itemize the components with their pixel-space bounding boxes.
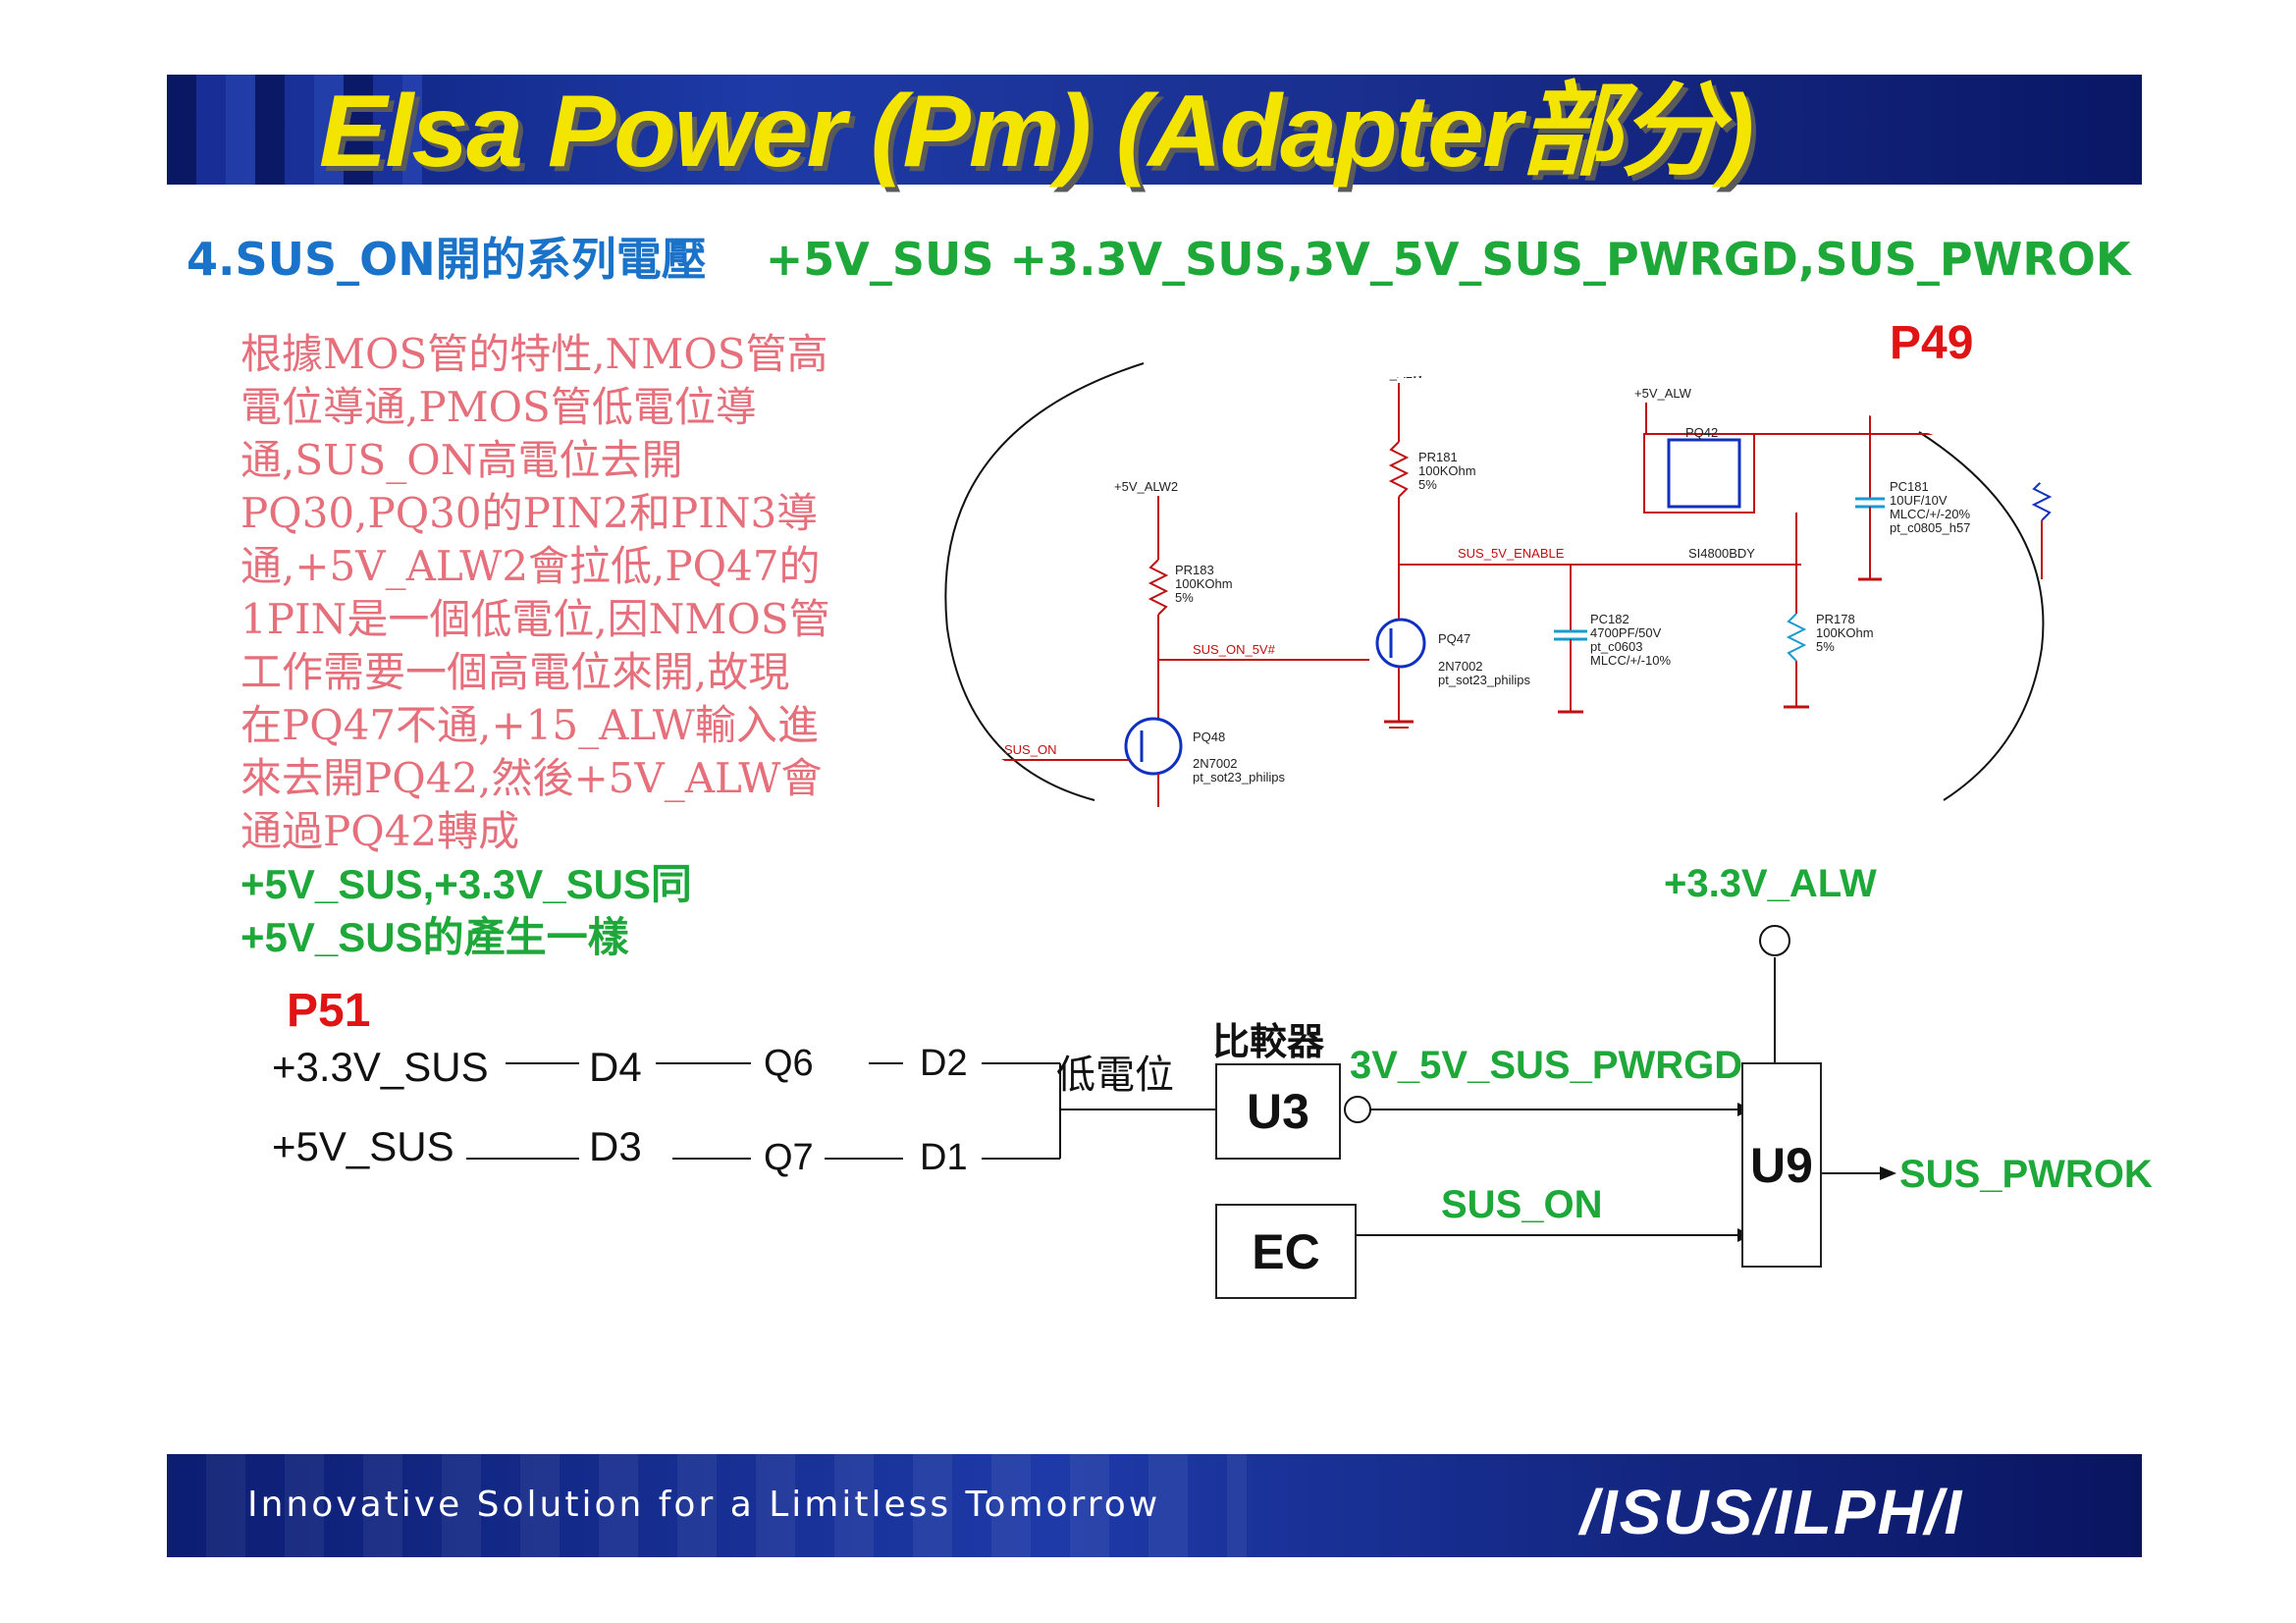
desc-line: 在PQ47不通,+15_ALW輸入進 <box>240 701 819 749</box>
sig-pwrgd: 3V_5V_SUS_PWRGD <box>1350 1044 1743 1087</box>
footer-banner <box>167 1454 2142 1557</box>
comparator-label: 比較器 <box>1212 1022 1325 1063</box>
desc-line: 1PIN是一個低電位,因NMOS管 <box>240 595 830 643</box>
sch-label: PR181 <box>1418 450 1458 464</box>
sig-d1: D1 <box>920 1137 968 1178</box>
desc-line-green: +5V_SUS的產生一樣 <box>240 914 629 960</box>
sch-label: 100KOhm <box>1816 625 1874 640</box>
sch-label: SUS_ON_5V# <box>1193 642 1276 657</box>
desc-line: 電位導通,PMOS管低電位導 <box>240 383 757 431</box>
supply-terminal <box>1759 925 1790 956</box>
sch-label: MLCC/+/-10% <box>1590 653 1671 668</box>
sch-label: 100KOhm <box>1418 463 1476 478</box>
sig-sus-on: SUS_ON <box>1441 1183 1603 1226</box>
description: 根據MOS管的特性,NMOS管高 電位導通,PMOS管低電位導 通,SUS_ON… <box>240 328 849 964</box>
sch-label: pt_c0805_h57 <box>1890 520 1970 535</box>
block-ec: EC <box>1215 1204 1357 1299</box>
sch-label: PQ42 <box>1685 425 1718 440</box>
sig-v33-sus: +3.3V_SUS <box>272 1044 489 1090</box>
desc-line: 來去開PQ42,然後+5V_ALW會 <box>240 754 823 802</box>
desc-line: 工作需要一個高電位來開,故現 <box>240 648 790 696</box>
sig-low-level: 低電位 <box>1056 1053 1174 1098</box>
sch-label: PR183 <box>1175 563 1214 577</box>
sig-v5-sus: +5V_SUS <box>272 1123 454 1169</box>
sig-q6: Q6 <box>764 1043 814 1084</box>
block-u3: U3 <box>1215 1063 1341 1160</box>
sch-label: 5% <box>1816 639 1835 654</box>
sch-label: 10UF/10V <box>1890 493 1948 508</box>
schematic-diagram: +15V_ALW PR181 100KOhm 5% +5V_ALW2 PR183… <box>888 362 2053 807</box>
sch-label: pt_sot23_philips <box>1193 770 1285 784</box>
inverter-bubble <box>1344 1096 1371 1123</box>
sch-label: PC182 <box>1590 612 1629 626</box>
company-logo: /ISUS/ILPH/I <box>1580 1477 1964 1547</box>
sch-label: 2N7002 <box>1438 659 1483 674</box>
subtitle-left: 4.SUS_ON開的系列電壓 <box>187 233 707 286</box>
subtitle: 4.SUS_ON開的系列電壓 +5V_SUS +3.3V_SUS,3V_5V_SU… <box>187 224 2131 289</box>
subtitle-right: +5V_SUS +3.3V_SUS,3V_5V_SUS_PWRGD,SUS_PW… <box>765 233 2131 286</box>
desc-line: 通過PQ42轉成 <box>240 807 520 855</box>
sch-label: PQ48 <box>1193 730 1225 744</box>
page-ref-p51: P51 <box>287 985 371 1037</box>
sig-alw: +3.3V_ALW <box>1664 862 1877 905</box>
sch-label: 5% <box>1175 590 1194 605</box>
sig-pwrok: SUS_PWROK <box>1899 1153 2153 1196</box>
desc-line-green: +5V_SUS,+3.3V_SUS同 <box>240 861 692 907</box>
footer-slogan: Innovative Solution for a Limitless Tomo… <box>247 1485 1161 1525</box>
sch-label: pt_c0603 <box>1590 639 1643 654</box>
arrow-head <box>1880 1166 1896 1180</box>
desc-line: PQ30,PQ30的PIN2和PIN3導 <box>240 489 819 537</box>
sch-label: 5% <box>1418 477 1437 492</box>
sig-d3: D3 <box>589 1123 642 1169</box>
sig-d4: D4 <box>589 1044 642 1090</box>
sch-label: +5V_ALW <box>1634 386 1692 401</box>
sch-label: 2N7002 <box>1193 756 1238 771</box>
sch-label: SI4800BDY <box>1688 546 1755 561</box>
sch-label: 4700PF/50V <box>1590 625 1662 640</box>
slide-title: Elsa Power (Pm) (Adapter部分) <box>319 75 1754 189</box>
page-ref-p49: P49 <box>1890 317 1974 369</box>
sig-d2: D2 <box>920 1043 968 1084</box>
sch-label: PQ47 <box>1438 631 1470 646</box>
sch-label: SUS_5V_ENABLE <box>1458 546 1565 561</box>
sch-label: PR178 <box>1816 612 1855 626</box>
desc-line: 通,SUS_ON高電位去開 <box>240 436 683 484</box>
sch-label: PC181 <box>1890 479 1929 494</box>
sch-label: 100KOhm <box>1175 576 1233 591</box>
sig-q7: Q7 <box>764 1137 814 1178</box>
desc-line: 通,+5V_ALW2會拉低,PQ47的 <box>240 542 821 590</box>
sch-label: +5V_ALW2 <box>1114 479 1178 494</box>
block-u9: U9 <box>1741 1062 1822 1268</box>
header-banner <box>167 75 2142 185</box>
desc-line: 根據MOS管的特性,NMOS管高 <box>240 330 828 378</box>
sch-label: MLCC/+/-20% <box>1890 507 1970 521</box>
sch-label: pt_sot23_philips <box>1438 673 1530 687</box>
sch-label: SUS_ON <box>1004 742 1056 757</box>
